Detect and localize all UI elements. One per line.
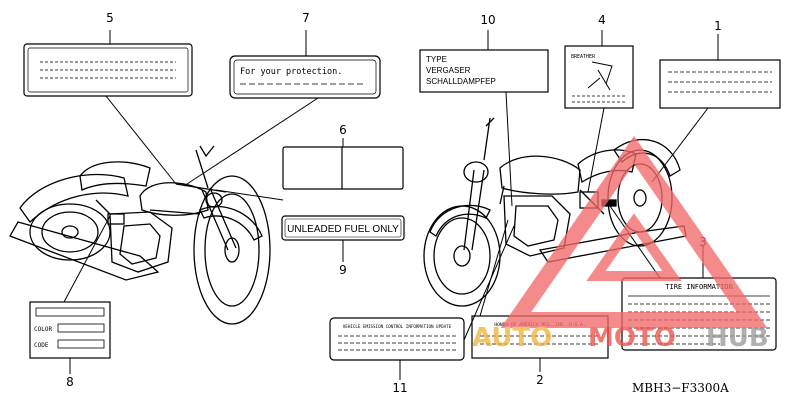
- watermark-auto: AUTO: [472, 323, 552, 353]
- left-motorcycle: [9, 145, 271, 325]
- callout-9: 9: [339, 263, 347, 277]
- callout-2: 2: [536, 373, 544, 387]
- watermark-hub: HUB: [706, 323, 769, 353]
- color-text: COLOR: [34, 326, 52, 333]
- callout-11: 11: [392, 381, 407, 395]
- label-6-plate: [282, 146, 404, 190]
- callout-4: 4: [598, 13, 606, 27]
- protection-text: For your protection.: [240, 67, 342, 77]
- label-1-plate: [659, 59, 781, 109]
- automotohub-watermark: AUTO MOTO HUB: [472, 135, 769, 353]
- unleaded-fuel-text: UNLEADED FUEL ONLY: [287, 224, 399, 235]
- label-7-plate: For your protection.: [229, 55, 381, 99]
- type-line-3: SCHALLDAMPFEP: [426, 77, 496, 86]
- callout-6: 6: [339, 123, 347, 137]
- callout-10: 10: [480, 13, 495, 27]
- tire-information-text: TIRE INFORMATION: [665, 283, 732, 291]
- watermark-moto: MOTO: [588, 323, 676, 353]
- callout-1: 1: [714, 19, 722, 33]
- label-5-plate: [23, 43, 193, 97]
- diagram-code: MBH3−F3300A: [632, 381, 729, 395]
- callout-7: 7: [302, 11, 310, 25]
- type-line-2: VERGASER: [426, 66, 471, 75]
- label-8-plate: COLOR CODE: [29, 301, 111, 359]
- label-4-plate: BREATHER: [564, 45, 634, 109]
- type-line-1: TYPE: [426, 55, 447, 64]
- code-text: CODE: [34, 342, 49, 349]
- label-9-plate: UNLEADED FUEL ONLY: [281, 215, 405, 241]
- label-10-plate: TYPE VERGASER SCHALLDAMPFEP: [419, 49, 549, 93]
- emission-text: VEHICLE EMISSION CONTROL INFORMATION UPD…: [343, 324, 452, 329]
- label-11-plate: VEHICLE EMISSION CONTROL INFORMATION UPD…: [329, 317, 465, 361]
- callout-8: 8: [66, 375, 74, 389]
- breather-text: BREATHER: [571, 54, 596, 60]
- callout-5: 5: [106, 11, 114, 25]
